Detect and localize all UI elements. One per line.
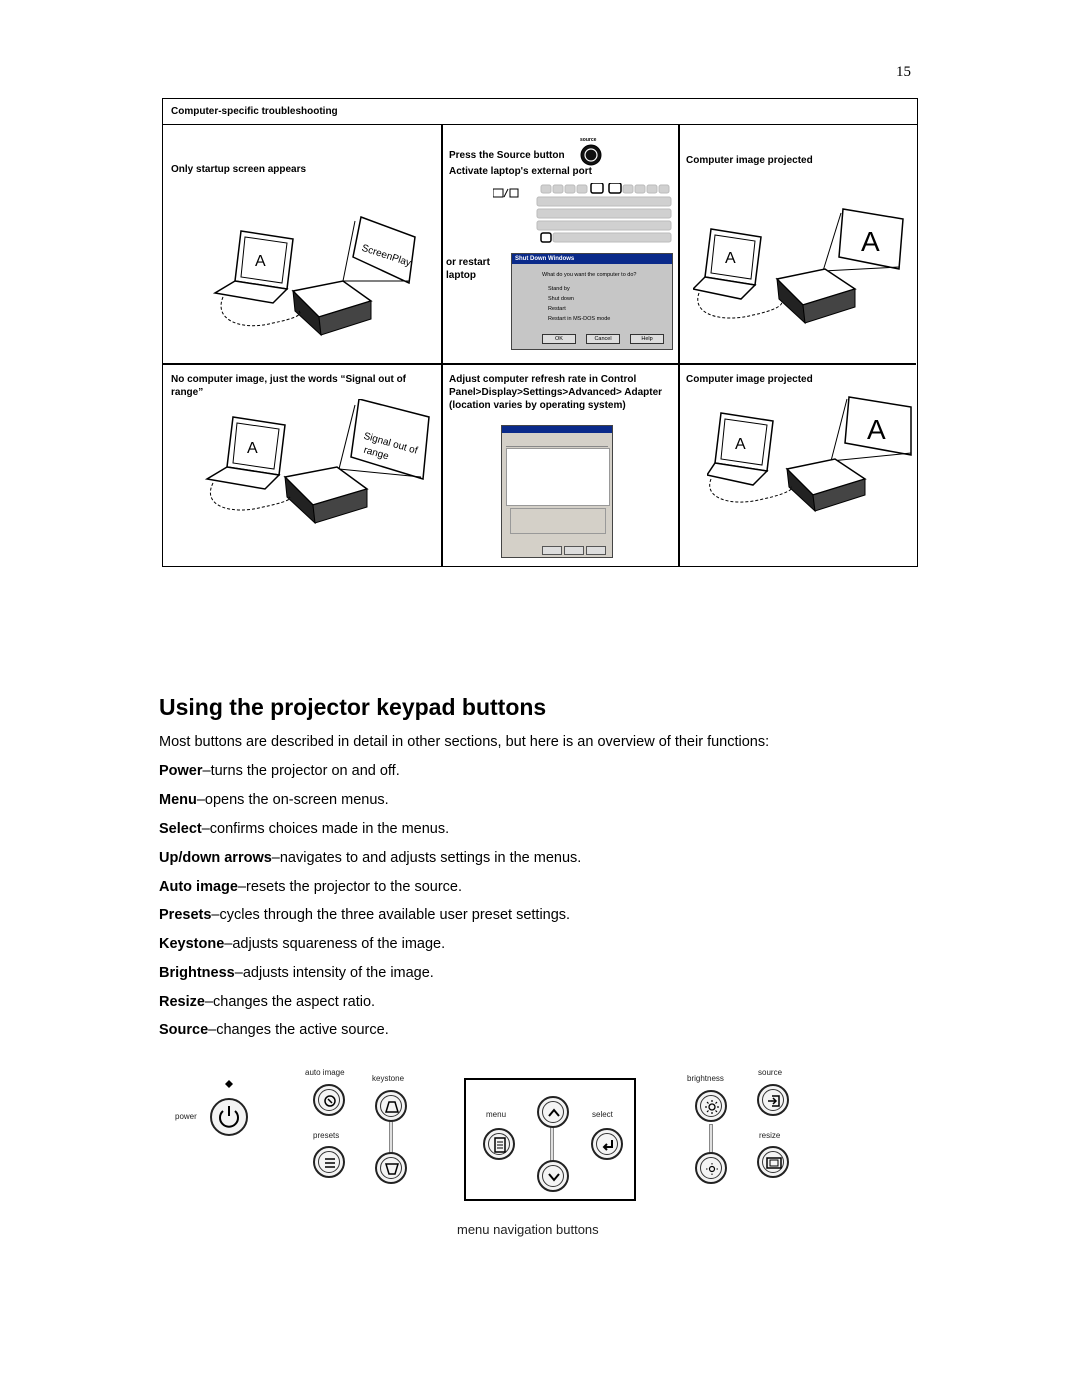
select-button — [591, 1128, 623, 1160]
display-properties-dialog — [501, 425, 613, 558]
row1-solution-line1: Press the Source button — [449, 150, 565, 161]
table-header-title: Computer-specific troubleshooting — [171, 106, 338, 117]
keypad-diagram: power auto image presets keystone — [160, 1062, 820, 1252]
keystone-up-button — [375, 1090, 407, 1122]
power-icon — [219, 1106, 239, 1128]
chevron-up-icon — [548, 1108, 560, 1117]
source-icon — [768, 1095, 780, 1107]
presets-button — [313, 1146, 345, 1178]
laptop-projector-illustration: A A — [707, 396, 912, 513]
table-header: Computer-specific troubleshooting — [163, 99, 917, 125]
shutdown-dialog: Shut Down Windows What do you want the c… — [511, 253, 673, 350]
nav-caption: menu navigation buttons — [457, 1222, 599, 1237]
ok-button: OK — [542, 334, 576, 344]
function-item: Up/down arrows–navigates to and adjusts … — [159, 850, 582, 866]
chevron-down-icon — [548, 1173, 560, 1182]
dialog-option: Restart — [548, 306, 566, 312]
screen-letter: A — [867, 414, 886, 445]
column-divider — [678, 125, 680, 566]
source-tag: source — [580, 137, 597, 143]
help-button: Help — [630, 334, 664, 344]
resize-label: resize — [759, 1131, 781, 1140]
row2-solution: Adjust computer refresh rate in Control … — [449, 374, 663, 411]
function-item: Source–changes the active source. — [159, 1022, 389, 1038]
dialog-option: Restart in MS-DOS mode — [548, 316, 611, 322]
keystone-down-icon — [384, 1163, 400, 1175]
brightness-label: brightness — [687, 1074, 724, 1083]
down-arrow-button — [537, 1160, 569, 1192]
row1-result: Computer image projected — [686, 155, 813, 166]
menu-label: menu — [486, 1110, 507, 1119]
presets-label: presets — [313, 1131, 340, 1140]
laptop-projector-illustration: A Signal out of range — [204, 399, 430, 524]
screen-letter: A — [861, 226, 880, 257]
brightness-down-button — [695, 1152, 727, 1184]
keystone-up-icon — [384, 1101, 400, 1113]
auto-image-label: auto image — [305, 1068, 345, 1077]
screen-letter: A — [255, 253, 266, 270]
power-button — [210, 1098, 248, 1136]
function-item: Auto image–resets the projector to the s… — [159, 879, 463, 895]
source-button-icon — [580, 144, 602, 166]
row1-solution-line2: Activate laptop's external port — [449, 166, 592, 177]
keystone-down-button — [375, 1152, 407, 1184]
menu-button — [483, 1128, 515, 1160]
row2-result: Computer image projected — [686, 374, 813, 385]
enter-icon — [602, 1140, 613, 1151]
row1-alt-line2: laptop — [446, 270, 476, 281]
up-arrow-button — [537, 1096, 569, 1128]
intro-paragraph: Most buttons are described in detail in … — [159, 734, 770, 750]
troubleshooting-table: Computer-specific troubleshooting Only s… — [162, 98, 918, 567]
menu-icon — [494, 1137, 506, 1153]
menu-navigation-box: menu select — [464, 1078, 636, 1201]
function-item: Presets–cycles through the three availab… — [159, 907, 571, 923]
row2-problem: No computer image, just the words “Signa… — [171, 374, 407, 398]
cancel-button: Cancel — [586, 334, 620, 344]
source-button — [757, 1084, 789, 1116]
section-title: Using the projector keypad buttons — [159, 694, 547, 720]
dialog-option: Shut down — [548, 296, 574, 302]
screen-letter: A — [735, 436, 746, 453]
dialog-title: Shut Down Windows — [512, 254, 672, 264]
laptop-projector-illustration: A ScreenPlay — [212, 215, 416, 337]
function-item: Brightness–adjusts intensity of the imag… — [159, 965, 434, 981]
screen-letter: A — [725, 250, 736, 267]
column-divider — [441, 125, 443, 566]
function-item: Resize–changes the aspect ratio. — [159, 994, 376, 1010]
laptop-projector-illustration: A A — [693, 208, 904, 325]
function-item: Keystone–adjusts squareness of the image… — [159, 936, 446, 952]
row1-problem: Only startup screen appears — [171, 164, 307, 175]
auto-image-button — [313, 1084, 345, 1116]
resize-button — [757, 1146, 789, 1178]
brightness-up-button — [695, 1090, 727, 1122]
power-label: power — [175, 1112, 197, 1121]
function-item: Power–turns the projector on and off. — [159, 763, 400, 779]
dialog-question: What do you want the computer to do? — [542, 272, 637, 278]
power-indicator-icon — [225, 1080, 233, 1088]
sun-icon — [705, 1100, 719, 1114]
select-label: select — [592, 1110, 613, 1119]
resize-icon — [766, 1157, 782, 1169]
function-item: Menu–opens the on-screen menus. — [159, 792, 389, 808]
auto-image-icon — [324, 1095, 336, 1107]
source-label: source — [758, 1068, 783, 1077]
keystone-label: keystone — [372, 1074, 405, 1083]
keyboard-illustration — [493, 183, 672, 243]
sun-small-icon — [706, 1163, 718, 1175]
row1-alt-line1: or restart — [446, 257, 490, 268]
function-item: Select–confirms choices made in the menu… — [159, 821, 450, 837]
presets-icon — [325, 1158, 335, 1168]
row-divider — [163, 363, 916, 365]
dialog-option: Stand by — [548, 286, 570, 292]
page-number: 15 — [896, 64, 911, 80]
screen-letter: A — [247, 440, 258, 457]
